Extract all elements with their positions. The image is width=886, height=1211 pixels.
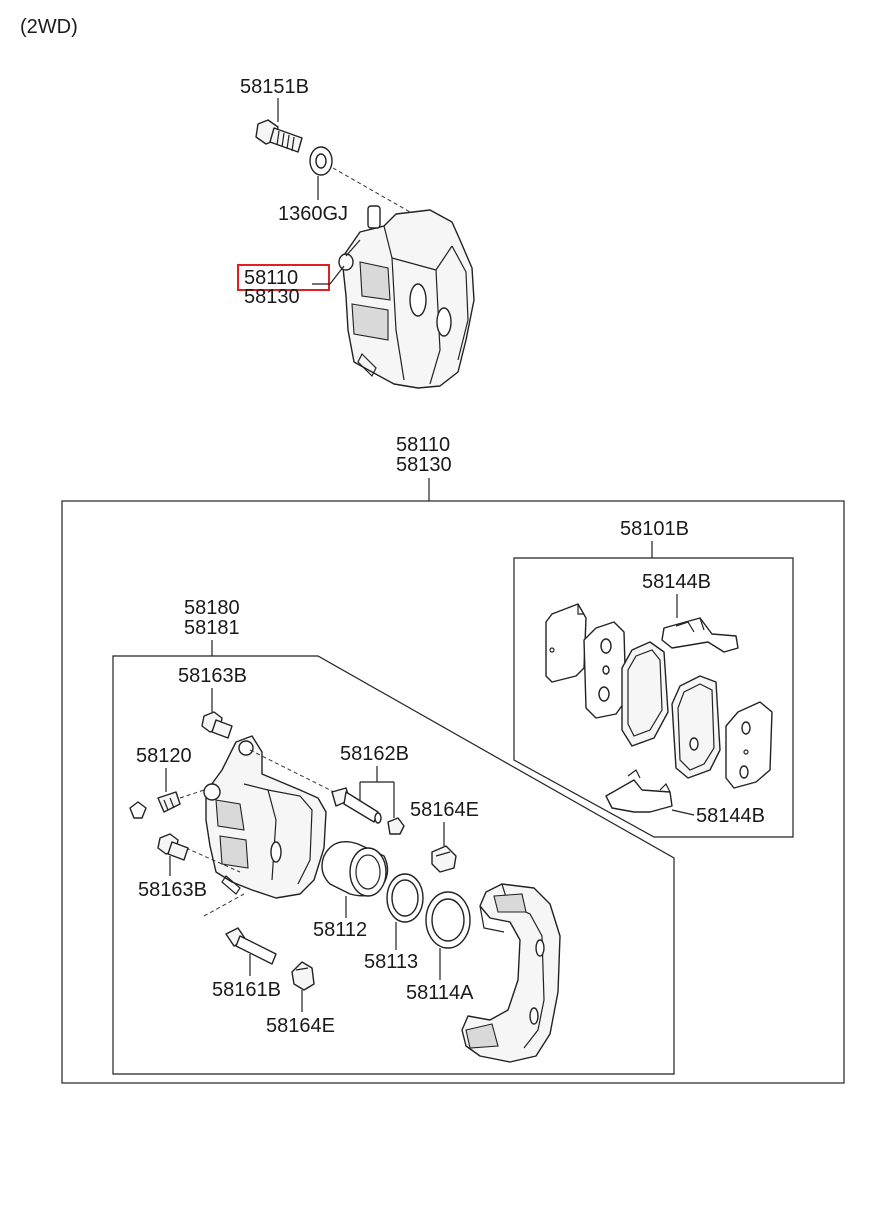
caliper-assembly-top: 58151B 1360GJ [237, 76, 475, 389]
label-58130-top[interactable]: 58130 [244, 286, 300, 308]
pad-kit-parts [545, 603, 773, 813]
guide-boot-top [431, 845, 457, 873]
label-58163b-bottom[interactable]: 58163B [138, 879, 207, 901]
label-58144b-bottom[interactable]: 58144B [696, 805, 765, 827]
guide-boot-bottom [291, 961, 315, 991]
label-58112[interactable]: 58112 [313, 919, 367, 941]
label-58161b[interactable]: 58161B [212, 979, 281, 1001]
pad-kit-frame [513, 557, 794, 838]
label-58180[interactable]: 58180 [184, 597, 240, 619]
boot-small-top [387, 817, 405, 835]
caliper-assembly-drawing [338, 205, 475, 389]
guide-pin-bottom [225, 927, 277, 965]
caliper-body-drawing [203, 735, 327, 899]
guide-bolt-top [201, 711, 233, 739]
caliper-body-frame [112, 655, 675, 1075]
bolt-part [255, 119, 303, 153]
label-58113[interactable]: 58113 [364, 951, 418, 973]
label-1360gj[interactable]: 1360GJ [278, 203, 348, 225]
label-58130-kit[interactable]: 58130 [396, 454, 452, 476]
label-58101b[interactable]: 58101B [620, 518, 689, 540]
kit-outer-frame [61, 500, 845, 1084]
label-58162b[interactable]: 58162B [340, 743, 409, 765]
label-58164e-bottom[interactable]: 58164E [266, 1015, 335, 1037]
guide-pin-top [331, 787, 382, 824]
caliper-bracket [461, 883, 561, 1063]
variant-label: (2WD) [20, 16, 78, 38]
label-58181[interactable]: 58181 [184, 617, 240, 639]
piston [321, 841, 389, 897]
label-58164e-top[interactable]: 58164E [410, 799, 479, 821]
label-58163b-top[interactable]: 58163B [178, 665, 247, 687]
label-58110-top[interactable]: 58110 [244, 267, 298, 289]
washer-part [309, 146, 333, 176]
piston-boot [425, 891, 471, 949]
highlight-58110 [237, 264, 330, 291]
label-58151b[interactable]: 58151B [240, 76, 309, 98]
label-58110-kit[interactable]: 58110 [396, 434, 450, 456]
label-58144b-top[interactable]: 58144B [642, 571, 711, 593]
label-58120[interactable]: 58120 [136, 745, 192, 767]
piston-seal [386, 873, 424, 923]
label-58114a[interactable]: 58114A [406, 982, 474, 1004]
bleeder-screw [129, 791, 181, 819]
guide-bolt-bottom [157, 833, 189, 861]
